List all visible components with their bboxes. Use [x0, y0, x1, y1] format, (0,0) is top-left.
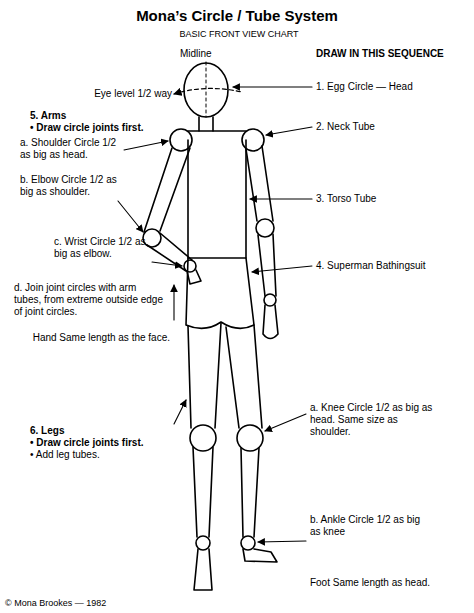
- annotation-label: 1. Egg Circle — Head: [316, 81, 471, 93]
- shoulder-circle: [170, 129, 192, 151]
- leader-arrow: [174, 400, 186, 424]
- annotation-label: 3. Torso Tube: [316, 193, 471, 205]
- elbow-circle: [256, 219, 274, 237]
- leader-arrow: [124, 141, 168, 150]
- wrist-circle: [184, 260, 196, 272]
- annotation-label: d. Join joint circles with arm tubes, fr…: [14, 282, 166, 318]
- leader-arrow: [250, 198, 312, 199]
- leader-arrow: [258, 541, 306, 542]
- leader-arrow: [173, 285, 174, 320]
- annotation-label: Foot Same length as head.: [300, 577, 440, 589]
- annotation-label: • Add leg tubes.: [30, 449, 170, 461]
- eye-level-line: [174, 88, 242, 94]
- annotation-label: b. Ankle Circle 1/2 as big as knee: [310, 514, 425, 538]
- ankle-circle: [241, 536, 255, 550]
- annotation-label: Midline: [180, 48, 240, 60]
- knee-circle: [237, 425, 263, 451]
- annotation-label: a. Shoulder Circle 1/2 as big as head.: [20, 137, 120, 161]
- torso-tube: [188, 131, 246, 258]
- leg-tube: [241, 448, 259, 537]
- annotation-label: c. Wrist Circle 1/2 as big as elbow.: [54, 236, 150, 260]
- heading-label: DRAW IN THIS SEQUENCE: [316, 48, 471, 60]
- midline: [206, 62, 207, 117]
- hand: [263, 305, 278, 339]
- heading-label: 6. Legs: [30, 425, 170, 437]
- annotation-label: a. Knee Circle 1/2 as big as head. Same …: [310, 402, 435, 438]
- annotation-label: BASIC FRONT VIEW CHART: [2, 28, 474, 40]
- annotation-label: 2. Neck Tube: [316, 121, 471, 133]
- annotation-label: © Mona Brookes — 1982: [5, 597, 205, 609]
- shoulder-circle: [242, 129, 264, 151]
- annotation-label: b. Elbow Circle 1/2 as big as shoulder.: [20, 174, 120, 198]
- foot: [194, 549, 212, 590]
- chart-title: Mona’s Circle / Tube System: [0, 7, 474, 24]
- wrist-circle: [264, 294, 276, 306]
- foot: [243, 549, 277, 562]
- arm-tube: [144, 148, 190, 232]
- leader-arrow: [265, 414, 306, 431]
- hand: [187, 270, 201, 284]
- heading-label: • Draw circle joints first.: [30, 437, 170, 449]
- leader-arrow: [266, 127, 312, 135]
- leader-arrow: [252, 266, 312, 272]
- leader-arrow: [118, 201, 143, 232]
- leg-tube: [193, 447, 213, 537]
- neck-tube: [199, 117, 213, 131]
- arm-tube: [147, 233, 192, 271]
- annotation-label: Eye level 1/2 way: [40, 88, 172, 100]
- heading-label: • Draw circle joints first.: [30, 122, 170, 134]
- leg-tube: [226, 325, 262, 428]
- leader-arrow: [233, 86, 312, 87]
- arm-tube: [258, 234, 276, 296]
- arm-tube: [246, 146, 273, 221]
- ankle-circle: [196, 536, 210, 550]
- leg-tube: [188, 323, 221, 428]
- leader-arrow: [152, 262, 182, 266]
- annotation-label: 4. Superman Bathingsuit: [316, 260, 471, 272]
- knee-circle: [190, 425, 216, 451]
- elbow-circle: [143, 229, 161, 247]
- heading-label: 5. Arms: [30, 110, 150, 122]
- annotation-label: Hand Same length as the face.: [30, 332, 170, 344]
